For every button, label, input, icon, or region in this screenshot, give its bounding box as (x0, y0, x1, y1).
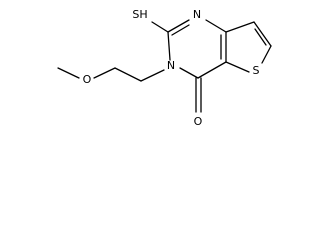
bond-c4a-c4 (197, 61, 227, 79)
bond-c4-n3 (179, 67, 199, 79)
bond-n3-ch2a (140, 69, 165, 82)
atom-label-o-carbonyl: O (194, 115, 203, 128)
bond-c2-n1 (167, 19, 190, 33)
structure-canvas: SH N N S O O (0, 0, 276, 136)
atom-label-sh: SH (132, 8, 147, 21)
bond-n1-c7a (205, 19, 227, 33)
bond-c6-s (261, 45, 272, 64)
bond-c7a-c7 (225, 21, 255, 33)
atom-label-n-top: N (193, 8, 201, 21)
bond-c7-c6-double (254, 28, 267, 46)
atom-label-o-methoxy: O (83, 73, 92, 86)
atom-label-s-thiophene: S (253, 64, 260, 77)
bond-c2-n1-double (171, 24, 190, 36)
bond-o-ch3 (57, 67, 80, 79)
bond-ch2a-ch2b (114, 67, 142, 82)
bond-s-c4a (225, 61, 250, 73)
molecule-diagram: SH N N S O O (57, 8, 272, 128)
bond-ch2b-o (93, 67, 116, 79)
bond-n3-c2 (167, 31, 171, 61)
bond-c7-c6 (253, 21, 272, 47)
bond-c2-sh (151, 21, 169, 33)
atom-label-n-ring: N (167, 59, 175, 72)
